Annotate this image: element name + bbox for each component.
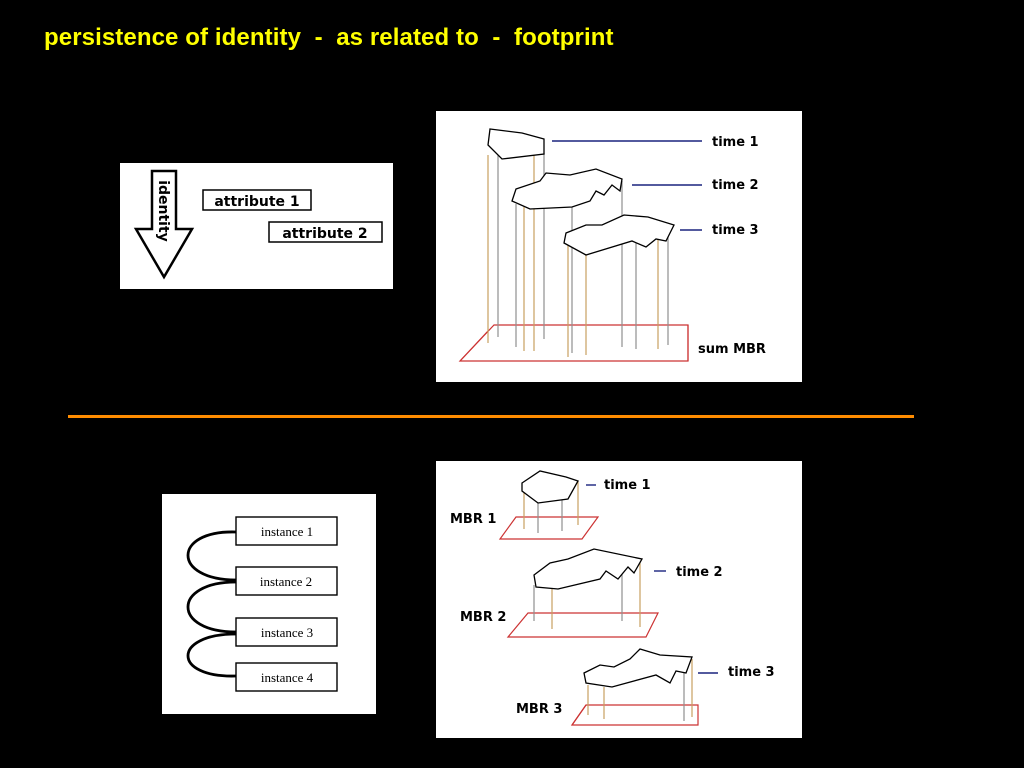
time-3-shape [563,214,675,256]
sum-mbr-diagram: time 1 time 2 time 3 sum MBR [436,111,802,382]
sum-time-3-label: time 3 [712,223,759,238]
instance-4-label: instance 4 [261,670,314,685]
sum-time-1-label: time 1 [712,135,759,150]
mbr-1-pillars [523,481,579,533]
mbr-2-shape [533,548,644,590]
instance-1-label: instance 1 [261,524,313,539]
identity-arrow [133,169,195,280]
mbr-time-1-label: time 1 [604,478,651,493]
mbr-3-label: MBR 3 [516,702,562,717]
mbr-time-3-label: time 3 [728,665,775,680]
time-1-shape [487,128,545,160]
sum-mbr-edge [459,325,689,362]
sum-mbr-leader-lines [552,140,702,231]
slide-title: persistence of identity - as related to … [44,24,614,51]
section-divider [68,415,914,418]
mbr-series-diagram-svg: time 1 MBR 1 time 2 MBR 2 time 3 MBR 3 [450,470,775,726]
mbr-3-outline [570,704,699,726]
mbr-1-shape [521,470,579,504]
mbr-time-2-label: time 2 [676,565,723,580]
instance-diagram-svg: instance 1 instance 2 instance 3 instanc… [186,516,338,692]
mbr-series-diagram: time 1 MBR 1 time 2 MBR 2 time 3 MBR 3 [436,461,802,738]
identity-diagram-svg: identity attribute 1 attribute 2 [133,169,383,280]
instance-boxes [235,516,338,692]
instance-links [186,530,237,678]
identity-arrow-label: identity [155,180,171,242]
mbr-2-outline [506,612,659,638]
instance-3-label: instance 3 [261,625,313,640]
identity-diagram: identity attribute 1 attribute 2 [120,163,393,289]
mbr-3-pillars [587,659,693,721]
instance-2-label: instance 2 [260,574,312,589]
time-2-shape [511,168,623,210]
attribute-2-label: attribute 2 [282,226,367,242]
mbr-2-label: MBR 2 [460,610,506,625]
mbr-3-edge [571,704,587,726]
attribute-1-label: attribute 1 [214,194,299,210]
instance-diagram: instance 1 instance 2 instance 3 instanc… [162,494,376,714]
sum-mbr-label: sum MBR [698,342,766,357]
attribute-2-box [268,221,383,243]
attribute-1-box [202,189,312,211]
sum-mbr-diagram-svg: time 1 time 2 time 3 sum MBR [458,128,766,362]
sum-mbr-outline [458,324,689,362]
mbr-3-shape [583,648,693,688]
mbr-1-label: MBR 1 [450,512,496,527]
mbr-1-outline [498,516,600,540]
sum-time-2-label: time 2 [712,178,759,193]
